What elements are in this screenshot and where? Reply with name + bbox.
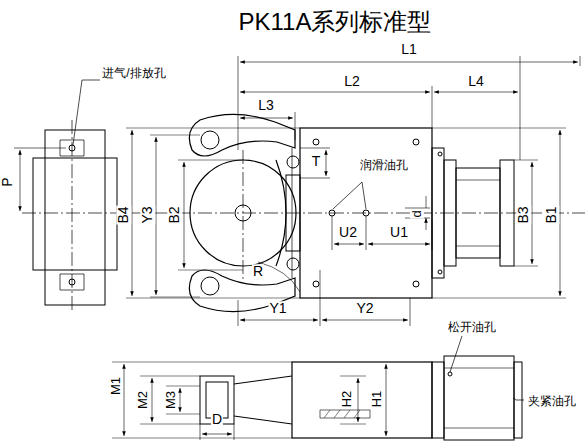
dimension-label: B3 bbox=[516, 205, 531, 224]
dimension-label: T bbox=[311, 154, 322, 169]
dimension-label: D bbox=[211, 412, 223, 427]
dimension-label: Y1 bbox=[268, 301, 287, 316]
dimension-label: M1 bbox=[109, 376, 123, 396]
callout-note: 夹紧油孔 bbox=[527, 395, 577, 408]
dimension-label: H2 bbox=[340, 390, 354, 409]
dimension-label: B1 bbox=[544, 205, 559, 224]
dimension-label: B4 bbox=[116, 205, 131, 224]
callout-note: 进气/排放孔 bbox=[101, 67, 166, 80]
callout-note: 松开油孔 bbox=[447, 321, 497, 334]
dimension-label: M2 bbox=[136, 390, 150, 410]
drawing-title: PK11A系列标准型 bbox=[238, 9, 433, 35]
dimension-label: L1 bbox=[400, 42, 418, 57]
dimension-label: L3 bbox=[257, 98, 275, 113]
dimension-label: d bbox=[410, 209, 424, 218]
dimension-label: Y2 bbox=[355, 301, 374, 316]
dimension-label: U2 bbox=[338, 225, 358, 240]
dimension-label: R bbox=[252, 264, 264, 279]
callout-note: 润滑油孔 bbox=[359, 159, 409, 172]
dimension-label: Y3 bbox=[140, 205, 155, 224]
dimension-label: L2 bbox=[343, 74, 361, 89]
dimension-label: M3 bbox=[164, 390, 178, 410]
dimension-label: U1 bbox=[389, 225, 409, 240]
dimension-label: B2 bbox=[167, 205, 182, 224]
dimension-label: H1 bbox=[370, 390, 384, 409]
dimension-label: L4 bbox=[467, 74, 485, 89]
dimension-label: P bbox=[0, 176, 15, 187]
